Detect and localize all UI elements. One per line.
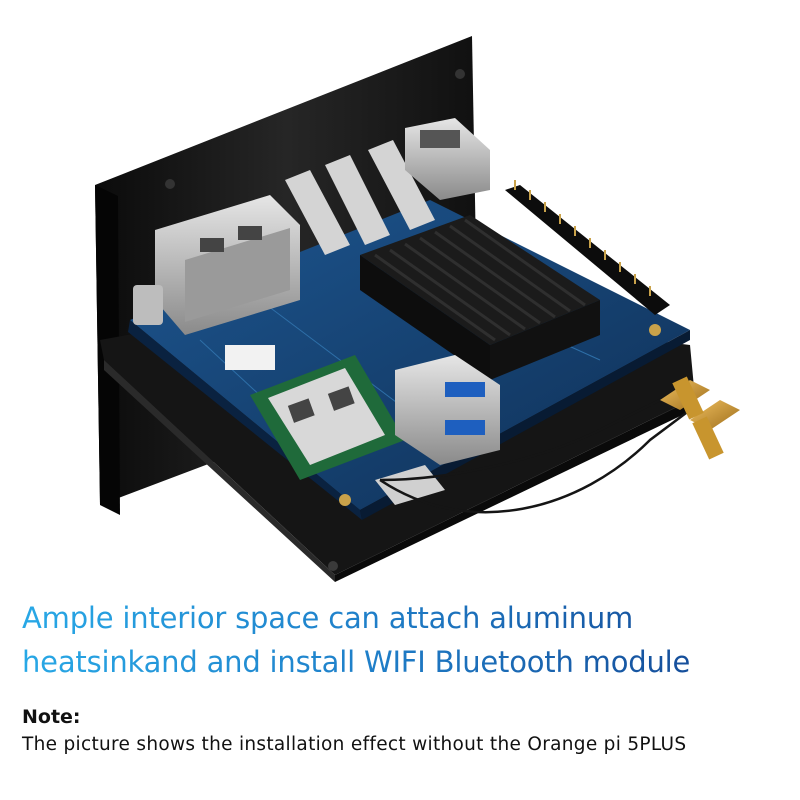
fan-connector [225, 345, 275, 370]
headline: Ample interior space can attach aluminum… [22, 596, 792, 684]
antenna-cables [379, 393, 691, 514]
product-photo [95, 36, 740, 582]
usb-c-port-front [375, 465, 445, 505]
aluminum-heatsink [360, 215, 600, 380]
note-title: Note: [22, 706, 81, 728]
headline-line-1: Ample interior space can attach aluminum [22, 601, 634, 635]
gpio-header [505, 180, 670, 315]
wifi-bluetooth-module [250, 355, 405, 480]
usb-c-port-left [133, 285, 163, 325]
sma-antenna-connectors [660, 376, 740, 460]
usb-ports-front [395, 355, 500, 465]
note-text: The picture shows the installation effec… [22, 734, 687, 755]
mounting-clips [285, 140, 435, 255]
usb-ports-rear [405, 118, 490, 200]
ethernet-port [155, 195, 300, 335]
headline-line-2: heatsinkand and install WIFI Bluetooth m… [22, 645, 691, 679]
